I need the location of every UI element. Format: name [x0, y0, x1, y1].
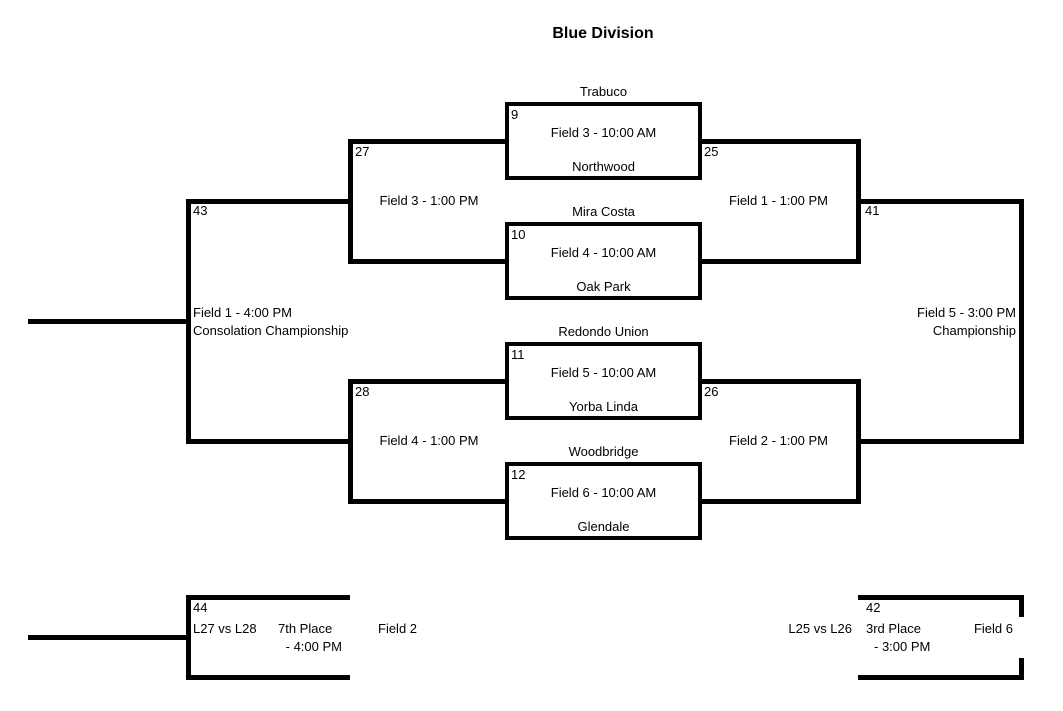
connector-line [856, 439, 1024, 444]
connector-line [348, 259, 509, 264]
game-field-time: Field 1 - 4:00 PM [193, 305, 292, 320]
game-title: Championship [932, 323, 1016, 338]
game-box-10: 10 Field 4 - 10:00 AM Oak Park [505, 222, 702, 300]
connector-line [697, 139, 860, 144]
connector-line [856, 139, 861, 264]
matchup-label: L27 vs L28 [193, 621, 257, 636]
game-field-time: Field 4 - 1:00 PM [379, 433, 479, 448]
connector-line [348, 499, 509, 504]
matchup-label: L25 vs L26 [788, 621, 852, 636]
connector-line [697, 259, 860, 264]
seventh-place-line [28, 635, 189, 640]
team-label: Glendale [577, 519, 630, 534]
game-number: 11 [511, 347, 525, 362]
connector-line [858, 675, 1024, 680]
connector-line [186, 595, 350, 600]
connector-line [697, 499, 860, 504]
game-number: 10 [511, 227, 526, 242]
division-title: Blue Division [552, 25, 654, 42]
connector-line [1019, 595, 1024, 617]
connector-line [348, 139, 509, 144]
team-label: Yorba Linda [569, 399, 638, 414]
connector-line [348, 379, 353, 504]
game-number: 25 [704, 144, 719, 159]
game-box-12: 12 Field 6 - 10:00 AM Glendale [505, 462, 702, 540]
connector-line [697, 379, 860, 384]
connector-line [1019, 199, 1024, 444]
connector-line [186, 675, 350, 680]
team-label: Woodbridge [568, 444, 639, 459]
game-time: - 3:00 PM [874, 639, 931, 654]
connector-line [186, 199, 191, 444]
championship-label: Field 5 - 3:00 PM Championship [802, 304, 1016, 340]
connector-line [856, 199, 1024, 204]
connector-line [186, 439, 353, 444]
team-label: Oak Park [576, 279, 631, 294]
team-label: Trabuco [579, 84, 628, 99]
game-number: 43 [193, 203, 208, 218]
team-label: Northwood [572, 159, 635, 174]
connector-line [186, 199, 353, 204]
connector-line [348, 139, 353, 264]
connector-line [858, 595, 1024, 600]
game-field-time: Field 5 - 10:00 AM [550, 365, 657, 380]
game-field-time: Field 3 - 1:00 PM [379, 193, 479, 208]
game-number: 26 [704, 384, 719, 399]
game-title: Consolation Championship [193, 323, 349, 338]
game-number: 44 [193, 600, 208, 615]
team-label: Redondo Union [558, 324, 649, 339]
game-number: 41 [865, 203, 880, 218]
game-field-time: Field 1 - 1:00 PM [729, 193, 828, 208]
game-number: 28 [355, 384, 370, 399]
team-label: Mira Costa [572, 204, 635, 219]
game-field-time: Field 3 - 10:00 AM [550, 125, 657, 140]
game-field-time: Field 5 - 3:00 PM [917, 305, 1016, 320]
connector-line [1019, 658, 1024, 680]
place-label: 7th Place [278, 621, 333, 636]
connector-line [348, 379, 509, 384]
game-field: Field 2 [378, 621, 418, 636]
consolation-winner-line [28, 319, 189, 324]
game-number: 42 [866, 600, 881, 615]
game-field-time: Field 2 - 1:00 PM [729, 433, 828, 448]
game-box-11: 11 Field 5 - 10:00 AM Yorba Linda [505, 342, 702, 420]
game-field: Field 6 [973, 621, 1013, 636]
game-number: 27 [355, 144, 370, 159]
game-time: - 4:00 PM [285, 639, 342, 654]
consolation-championship-label: Field 1 - 4:00 PM Consolation Championsh… [193, 304, 348, 340]
game-number: 12 [511, 467, 526, 482]
game-field-time: Field 6 - 10:00 AM [550, 485, 657, 500]
connector-line [186, 595, 191, 680]
connector-line [856, 379, 861, 504]
game-field-time: Field 4 - 10:00 AM [550, 245, 657, 260]
game-box-9: 9 Field 3 - 10:00 AM Northwood [505, 102, 702, 180]
place-label: 3rd Place [866, 621, 921, 636]
game-number: 9 [511, 107, 519, 122]
